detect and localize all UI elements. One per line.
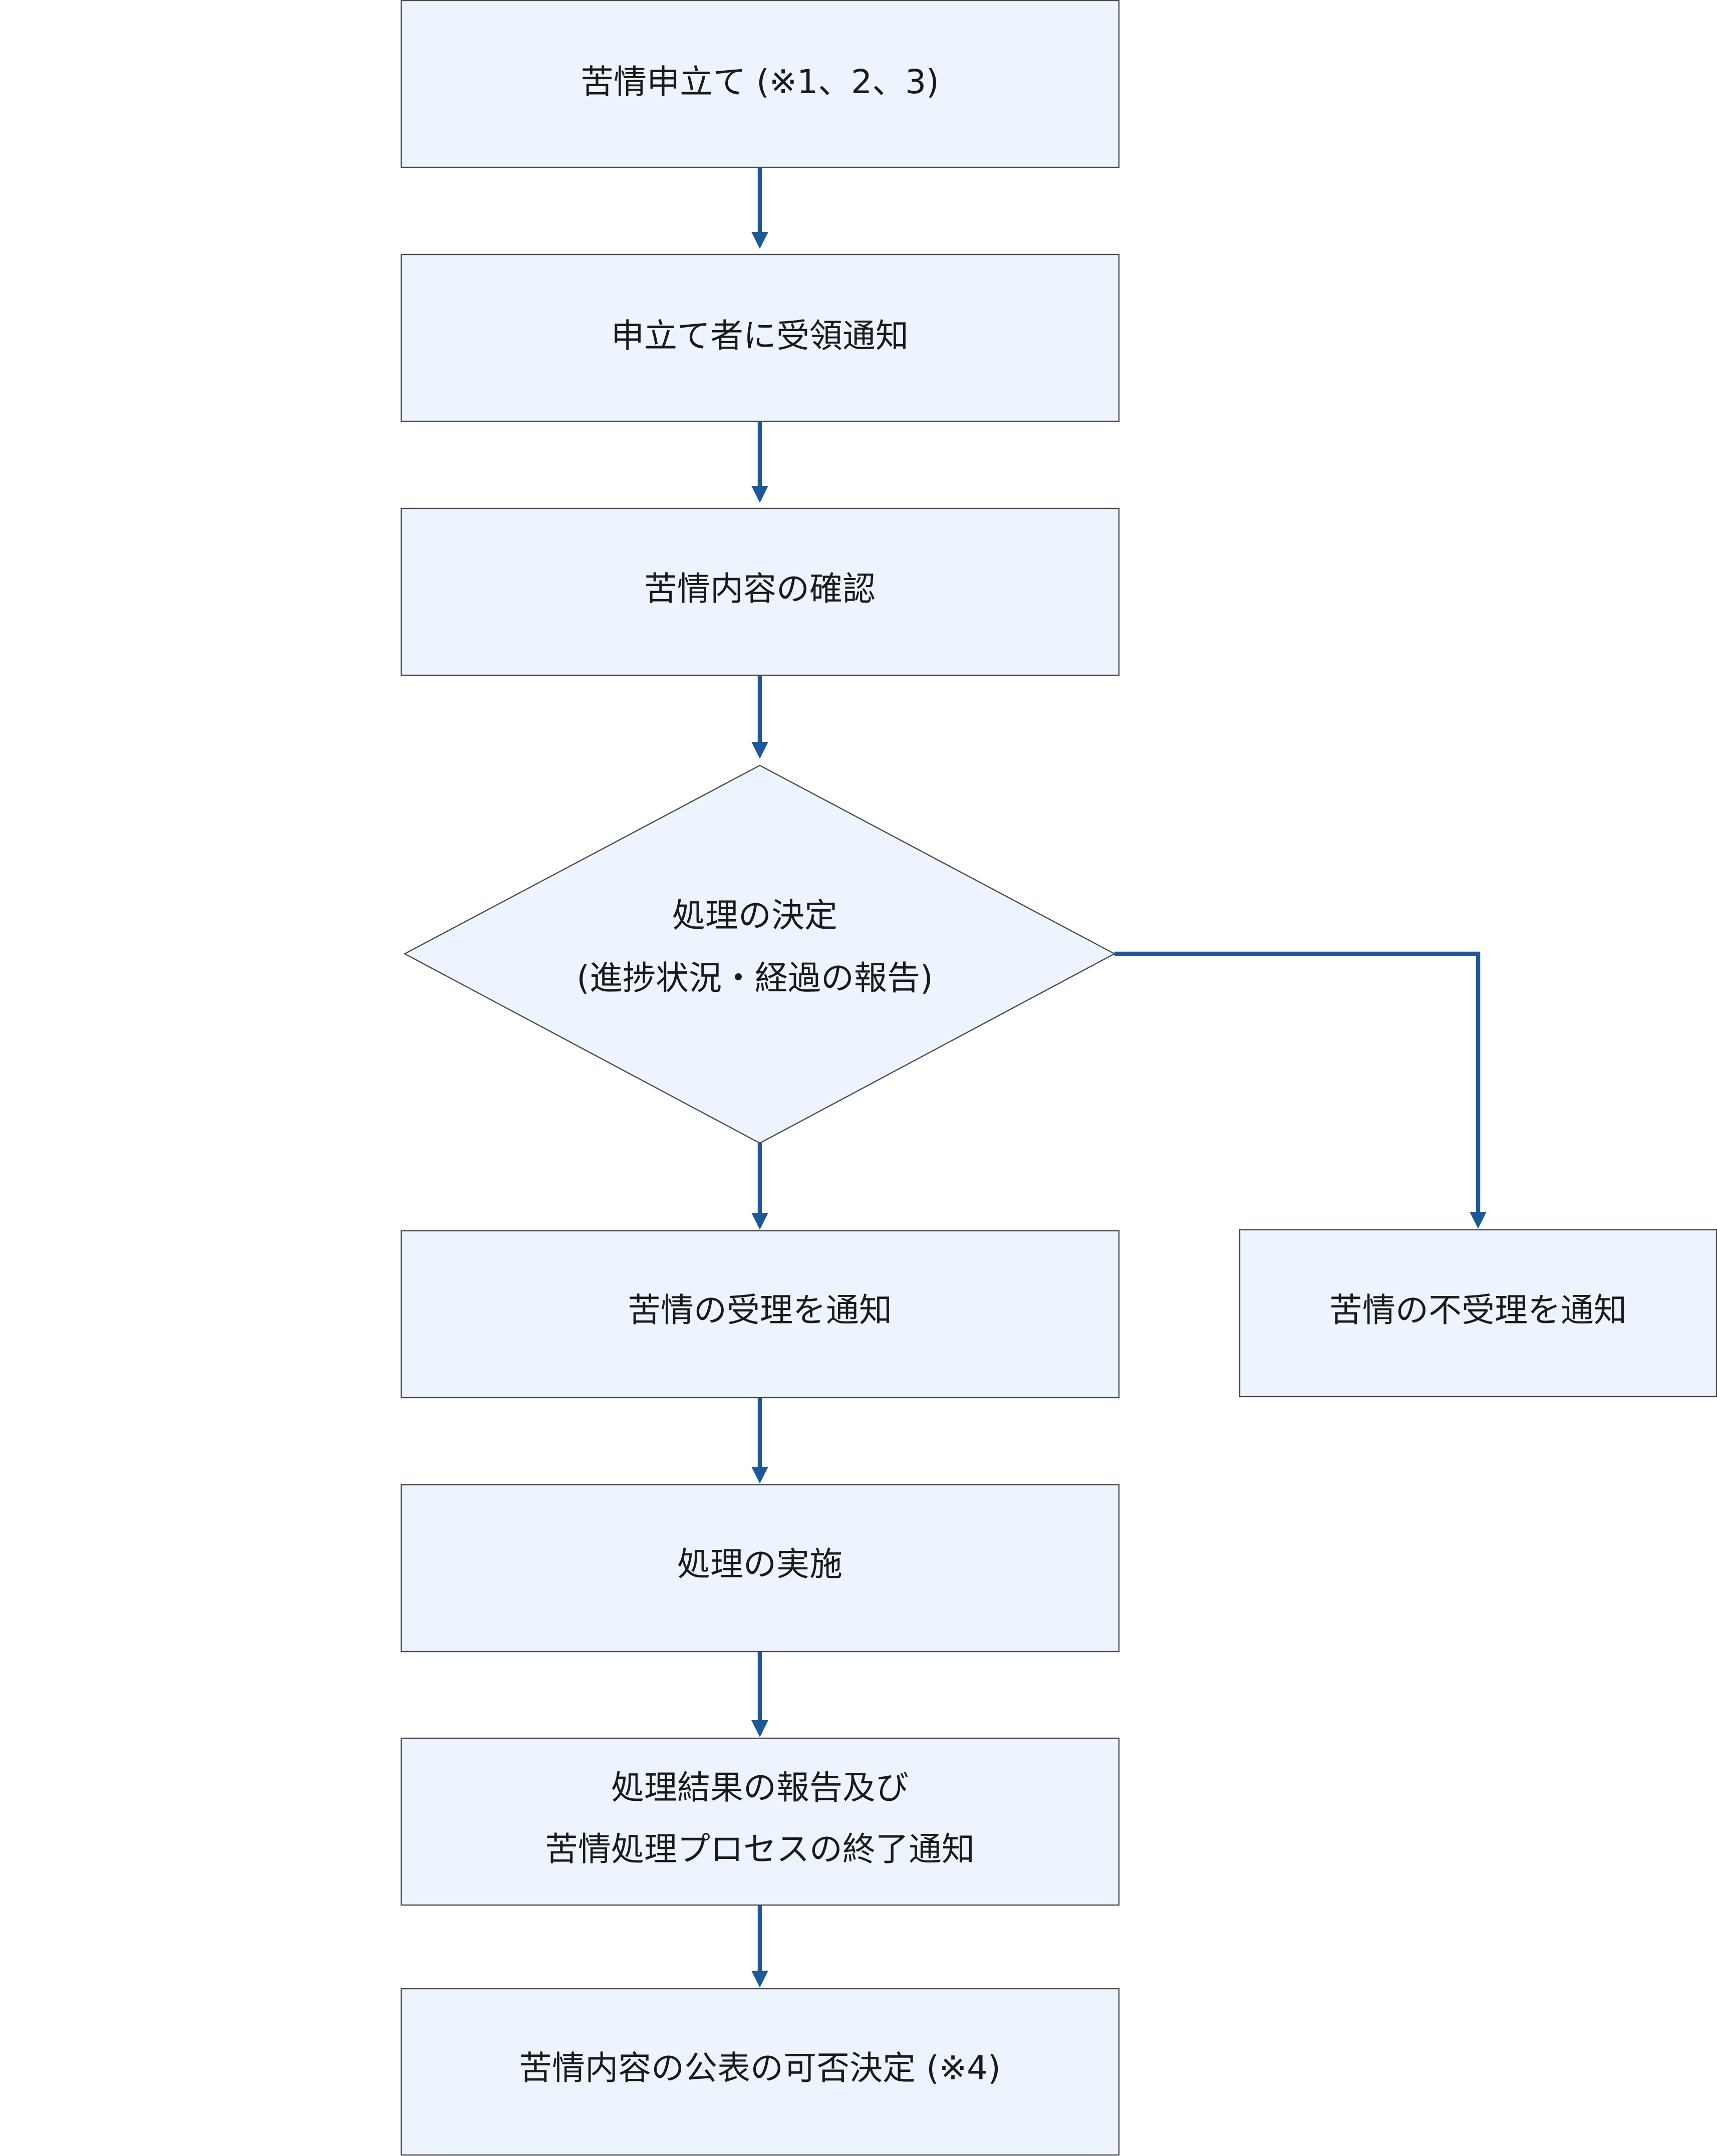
node-implementation: 処理の実施 (400, 1484, 1120, 1653)
svg-text:処理の実施: 処理の実施 (677, 1545, 842, 1583)
node-decision: 処理の決定 (進捗状況・経過の報告) (403, 764, 1116, 1144)
node-decision-label-line1: 処理の決定 (672, 896, 837, 935)
svg-text:苦情の受理を通知: 苦情の受理を通知 (628, 1291, 892, 1329)
svg-text:苦情の不受理を通知: 苦情の不受理を通知 (1329, 1291, 1627, 1329)
node-content-check-label: 苦情内容の確認 (644, 570, 876, 608)
node-result-report-label-line1: 処理結果の報告及び (611, 1768, 909, 1807)
node-publication-decision-box (400, 1988, 1120, 2156)
edge-decision-to-rejection (1114, 951, 1487, 1229)
node-result-report: 処理結果の報告及び 苦情処理プロセスの終了通知 (400, 1737, 1120, 1906)
node-rejection-notice-box (1239, 1229, 1717, 1398)
node-result-report-label-line2: 苦情処理プロセスの終了通知 (545, 1830, 975, 1868)
node-publication-decision: 苦情内容の公表の可否決定 (※4) (400, 1988, 1120, 2156)
svg-text:苦情内容の公表の可否決定 (※4): 苦情内容の公表の可否決定 (※4) (519, 2049, 1001, 2087)
node-acceptance-notice: 苦情の受理を通知 (400, 1230, 1120, 1399)
node-decision-label-line2: (進捗状況・経過の報告) (577, 959, 933, 997)
node-complaint-filing: 苦情申立て (※1、2、3) (400, 0, 1120, 168)
node-rejection-notice-label: 苦情の不受理を通知 (1329, 1291, 1627, 1329)
node-complaint-filing-label: 苦情申立て (※1、2、3) (581, 63, 939, 101)
node-acceptance-notice-box (400, 1230, 1120, 1399)
node-result-report-box (400, 1737, 1120, 1906)
node-complaint-filing-box (400, 0, 1120, 168)
svg-text:苦情申立て (※1、2、3): 苦情申立て (※1、2、3) (581, 63, 939, 101)
svg-text:申立て者に受領通知: 申立て者に受領通知 (611, 317, 909, 355)
node-decision-diamond (403, 764, 1116, 1144)
svg-text:処理の決定: 処理の決定 (672, 896, 837, 935)
svg-text:処理結果の報告及び: 処理結果の報告及び (611, 1768, 909, 1807)
node-rejection-notice: 苦情の不受理を通知 (1239, 1229, 1717, 1398)
node-implementation-label: 処理の実施 (677, 1545, 842, 1583)
node-publication-decision-label: 苦情内容の公表の可否決定 (※4) (519, 2049, 1001, 2087)
edges (751, 167, 1487, 1988)
node-content-check-box (400, 507, 1120, 676)
node-acceptance-notice-label: 苦情の受理を通知 (628, 1291, 892, 1329)
svg-text:苦情処理プロセスの終了通知: 苦情処理プロセスの終了通知 (545, 1830, 975, 1868)
node-receipt-notice-box (400, 253, 1120, 422)
node-implementation-box (400, 1484, 1120, 1653)
node-content-check: 苦情内容の確認 (400, 507, 1120, 676)
svg-text:(進捗状況・経過の報告): (進捗状況・経過の報告) (577, 959, 933, 997)
node-receipt-notice-label: 申立て者に受領通知 (611, 317, 909, 355)
node-receipt-notice: 申立て者に受領通知 (400, 253, 1120, 422)
svg-text:苦情内容の確認: 苦情内容の確認 (644, 570, 876, 608)
